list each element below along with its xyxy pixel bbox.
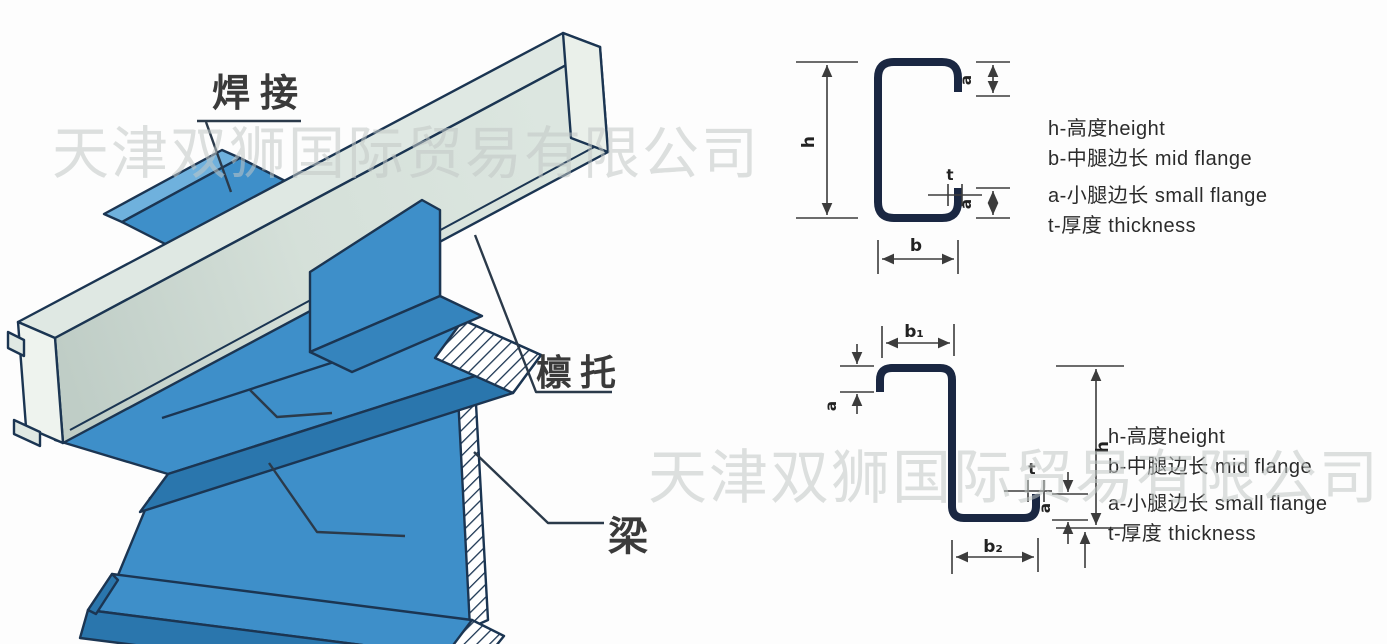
weld-pointer-2 — [268, 462, 406, 538]
legend-line: t-厚度 thickness — [1048, 215, 1197, 238]
z-dim-a-bottom: a — [1036, 503, 1054, 513]
z-section-diagram: b₁ a h t a b₂ — [822, 322, 1124, 574]
z-dim-a-top: a — [822, 401, 840, 411]
z-dim-b1: b₁ — [904, 322, 924, 342]
legend-line: a-小腿边长 small flange — [1048, 184, 1268, 207]
purlin-bracket-label: 檩托 — [536, 352, 624, 393]
welding-label: 焊接 — [212, 73, 308, 115]
weld-pointer-1 — [249, 389, 333, 419]
bottom-flange-cut-hatch — [452, 618, 506, 644]
c-purlin — [6, 31, 610, 448]
purlin-bracket-right — [308, 198, 484, 374]
c-dim-b: b — [910, 236, 922, 256]
c-dim-h: h — [799, 136, 819, 148]
purlin-left-lip-bottom — [12, 418, 42, 448]
c-dim-a-top: a — [957, 75, 975, 85]
beam-label: 梁 — [608, 515, 648, 559]
legend-line: h-高度height — [1048, 118, 1166, 140]
beam-leader — [473, 451, 604, 525]
purlin-end-face — [561, 31, 610, 154]
z-section-dimensions — [840, 324, 1124, 574]
c-section-legend: h-高度height b-中腿边长 mid flange a-小腿边长 smal… — [1048, 116, 1268, 244]
c-section-dimensions — [796, 61, 1010, 274]
z-dim-b2: b₂ — [983, 537, 1003, 557]
top-flange-cut-hatch — [433, 318, 543, 395]
c-dim-t: t — [946, 166, 953, 184]
c-section-profile — [874, 58, 962, 222]
legend-line: b-中腿边长 mid flange — [1108, 456, 1313, 479]
purlin-left-end-face — [16, 320, 65, 445]
welding-leader — [204, 121, 233, 193]
legend-line: a-小腿边长 small flange — [1108, 492, 1328, 515]
z-dim-t: t — [1028, 460, 1035, 478]
bracket-leader — [473, 234, 612, 394]
purlin-beam-3d-illustration: 焊接 檩托 梁 — [6, 31, 648, 644]
z-section-legend: h-高度height b-中腿边长 mid flange a-小腿边长 smal… — [1108, 424, 1328, 552]
leader-lines — [197, 119, 612, 538]
beam-bottom-flange — [78, 572, 506, 644]
c-section-diagram: h a t a b — [796, 58, 1010, 274]
z-section-profile — [876, 364, 1040, 522]
legend-line: t-厚度 thickness — [1108, 523, 1257, 546]
c-dim-a-bottom: a — [957, 199, 975, 209]
z-dim-h: h — [1093, 441, 1113, 453]
purlin-left-lip-top — [6, 330, 26, 358]
legend-line: b-中腿边长 mid flange — [1048, 148, 1253, 171]
legend-line: h-高度height — [1108, 426, 1226, 448]
